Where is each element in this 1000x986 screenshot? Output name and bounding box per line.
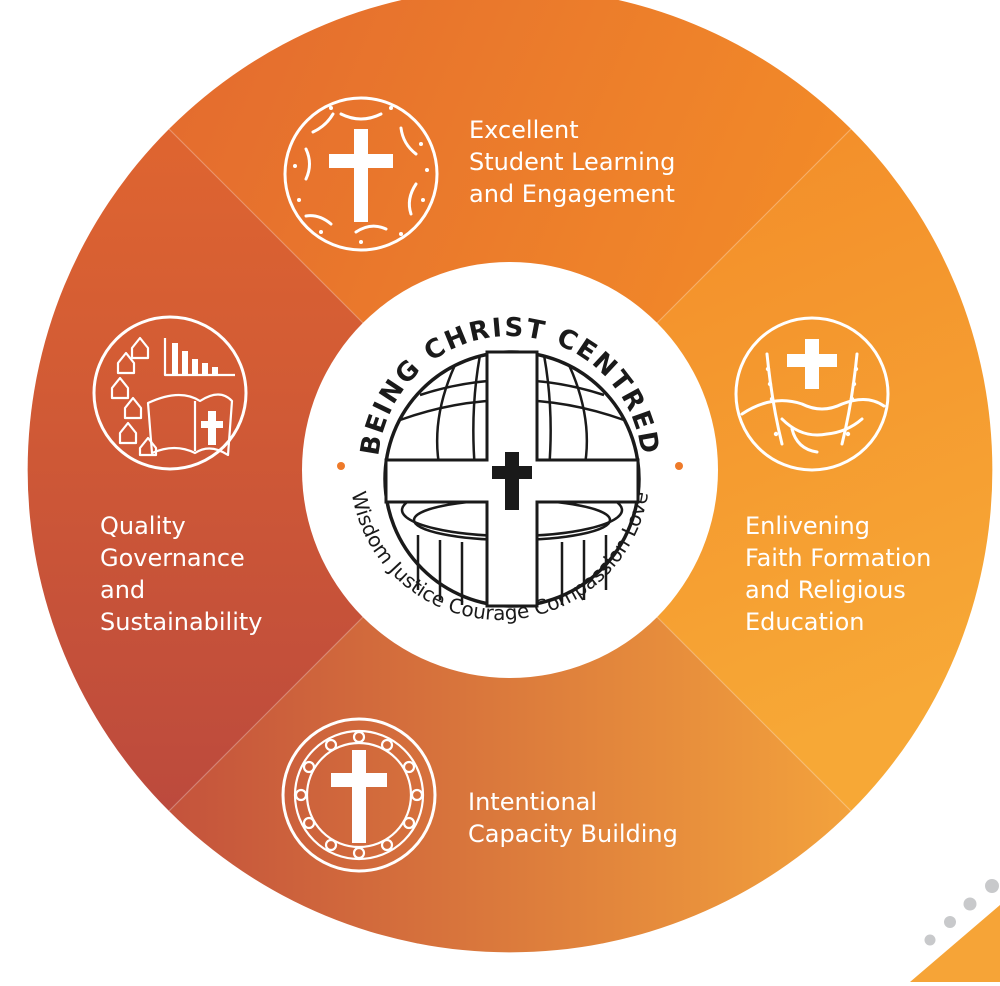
segment-top: [169, 0, 851, 470]
people-circle-cross-icon: [281, 717, 437, 873]
globe-cross-emblem-icon: [383, 350, 641, 608]
segment-right-line-1: Enlivening: [745, 512, 871, 540]
segment-left-line-1: Quality: [100, 512, 186, 540]
segment-right-line-4: Education: [745, 608, 865, 637]
segment-label-right: Enlivening Faith Formation and Religious…: [745, 510, 931, 639]
segment-top-line-2: Student Learning: [469, 148, 676, 177]
segment-right-line-3: and Religious: [745, 576, 906, 605]
segment-right-line-2: Faith Formation: [745, 544, 932, 573]
segment-left-line-2: Governance: [100, 544, 245, 573]
center-right-dot: [675, 462, 683, 470]
houses-chart-bible-icon: [92, 315, 248, 471]
segment-bottom-line-1: Intentional: [468, 788, 598, 816]
decorative-corner-dots: [910, 879, 1000, 982]
segment-left-line-4: Sustainability: [100, 608, 263, 637]
cross-boomerang-circle-icon: [283, 96, 439, 252]
hands-rosary-cross-icon: [734, 316, 890, 472]
segment-bottom: [169, 470, 851, 953]
center-left-dot: [337, 462, 345, 470]
segment-right: [510, 129, 993, 811]
segment-label-bottom: Intentional Capacity Building: [468, 786, 678, 850]
segment-top-line-3: and Engagement: [469, 180, 675, 209]
segment-label-top: Excellent Student Learning and Engagemen…: [469, 114, 675, 210]
segment-top-line-1: Excellent: [469, 116, 579, 144]
segment-label-left: Quality Governance and Sustainability: [100, 510, 263, 639]
segment-left: [27, 129, 511, 811]
segment-bottom-line-2: Capacity Building: [468, 820, 678, 849]
segment-left-line-3: and: [100, 576, 146, 605]
